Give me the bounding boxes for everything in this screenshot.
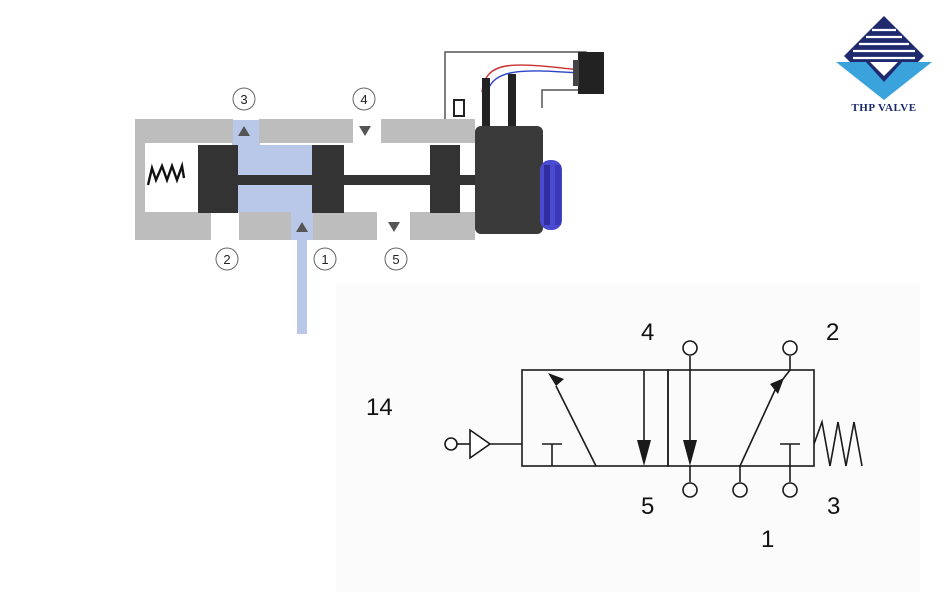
port-circle-2 [215,247,239,271]
port-circle-4 [352,87,376,111]
pilot-port-icon [444,437,458,451]
port-5-arrow-icon [388,222,400,232]
manual-override-knob-icon [540,160,562,230]
pilot-triangle-icon [469,428,492,460]
valve-cutaway-diagram: 3 4 2 1 5 [135,51,604,334]
symbol-label-2: 2 [826,319,839,346]
port-label-2: 2 [223,252,230,267]
port-3-arrow-icon [238,126,250,136]
symbol-label-14: 14 [366,394,393,421]
port-1-arrow-icon [296,222,308,232]
symbol-panel [336,284,920,592]
solenoid-body [475,126,543,234]
port-4-arrow-icon [359,126,371,136]
port-circle-1 [313,247,337,271]
port-circle-3 [232,87,256,111]
arrowhead-up-left-icon [548,373,564,386]
symbol-port-1-icon [732,482,748,498]
symbol-label-4: 4 [641,319,654,346]
arrowhead-down-left-icon [637,440,651,466]
logo-text: THP VALVE [851,102,917,114]
symbol-port-2-icon [782,340,798,356]
valve-symbol-diagram: 4 2 14 5 1 3 [366,319,863,553]
thp-valve-logo: THP VALVE [832,12,936,120]
port-label-1: 1 [321,252,328,267]
symbol-box-right [667,369,815,467]
port-label-4: 4 [360,92,367,107]
spool [198,145,536,213]
symbol-port-3-icon [782,482,798,498]
symbol-label-3: 3 [827,493,840,520]
port-circle-5 [384,247,408,271]
port-label-5: 5 [392,252,399,267]
logo-mark-icon [836,16,932,100]
arrowhead-down-right-icon [683,440,697,466]
symbol-port-4-icon [682,340,698,356]
port-label-3: 3 [240,92,247,107]
symbol-label-1: 1 [761,526,774,553]
connector-plug [578,52,604,94]
symbol-port-5-icon [682,482,698,498]
valve-body [135,119,475,240]
symbol-label-5: 5 [641,493,654,520]
pilot-wiring [444,51,604,128]
spring-icon [146,161,186,186]
arrowhead-up-right-icon [770,378,784,394]
